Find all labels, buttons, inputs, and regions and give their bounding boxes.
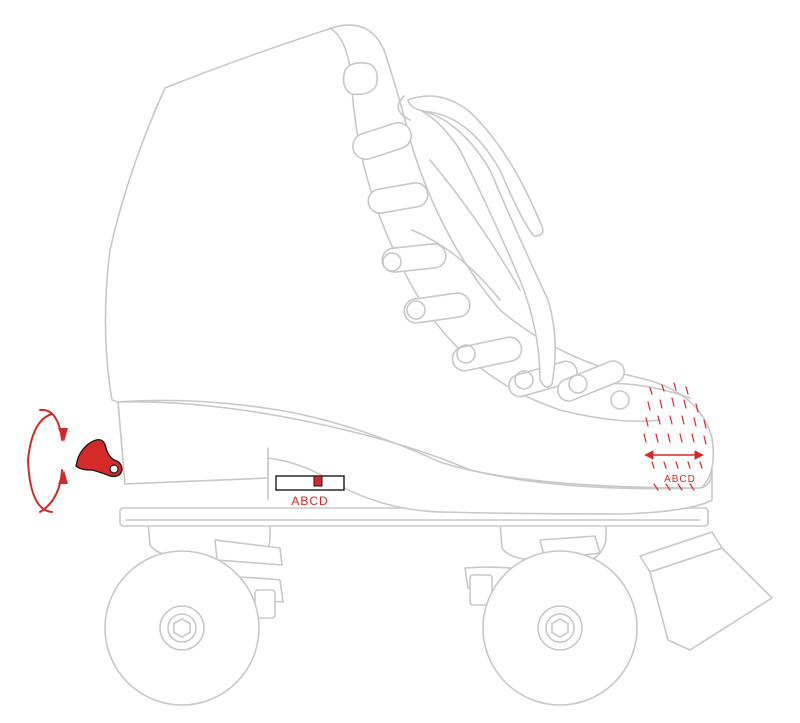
rotation-arrow-icon xyxy=(26,408,68,513)
laces xyxy=(352,95,630,410)
eyelets xyxy=(382,252,630,410)
toe-label: ABCD xyxy=(664,474,696,485)
heel-label: ABCD xyxy=(291,494,328,508)
toe-stop xyxy=(639,531,773,651)
rear-wheel xyxy=(104,550,260,706)
adjustment-key-icon xyxy=(75,438,123,478)
toe-stretch-zone xyxy=(643,382,707,491)
adjuster-slot xyxy=(275,475,345,491)
heel-adjuster: ABCD xyxy=(275,475,345,508)
adjuster-marker xyxy=(313,475,323,487)
front-wheel xyxy=(482,550,638,706)
